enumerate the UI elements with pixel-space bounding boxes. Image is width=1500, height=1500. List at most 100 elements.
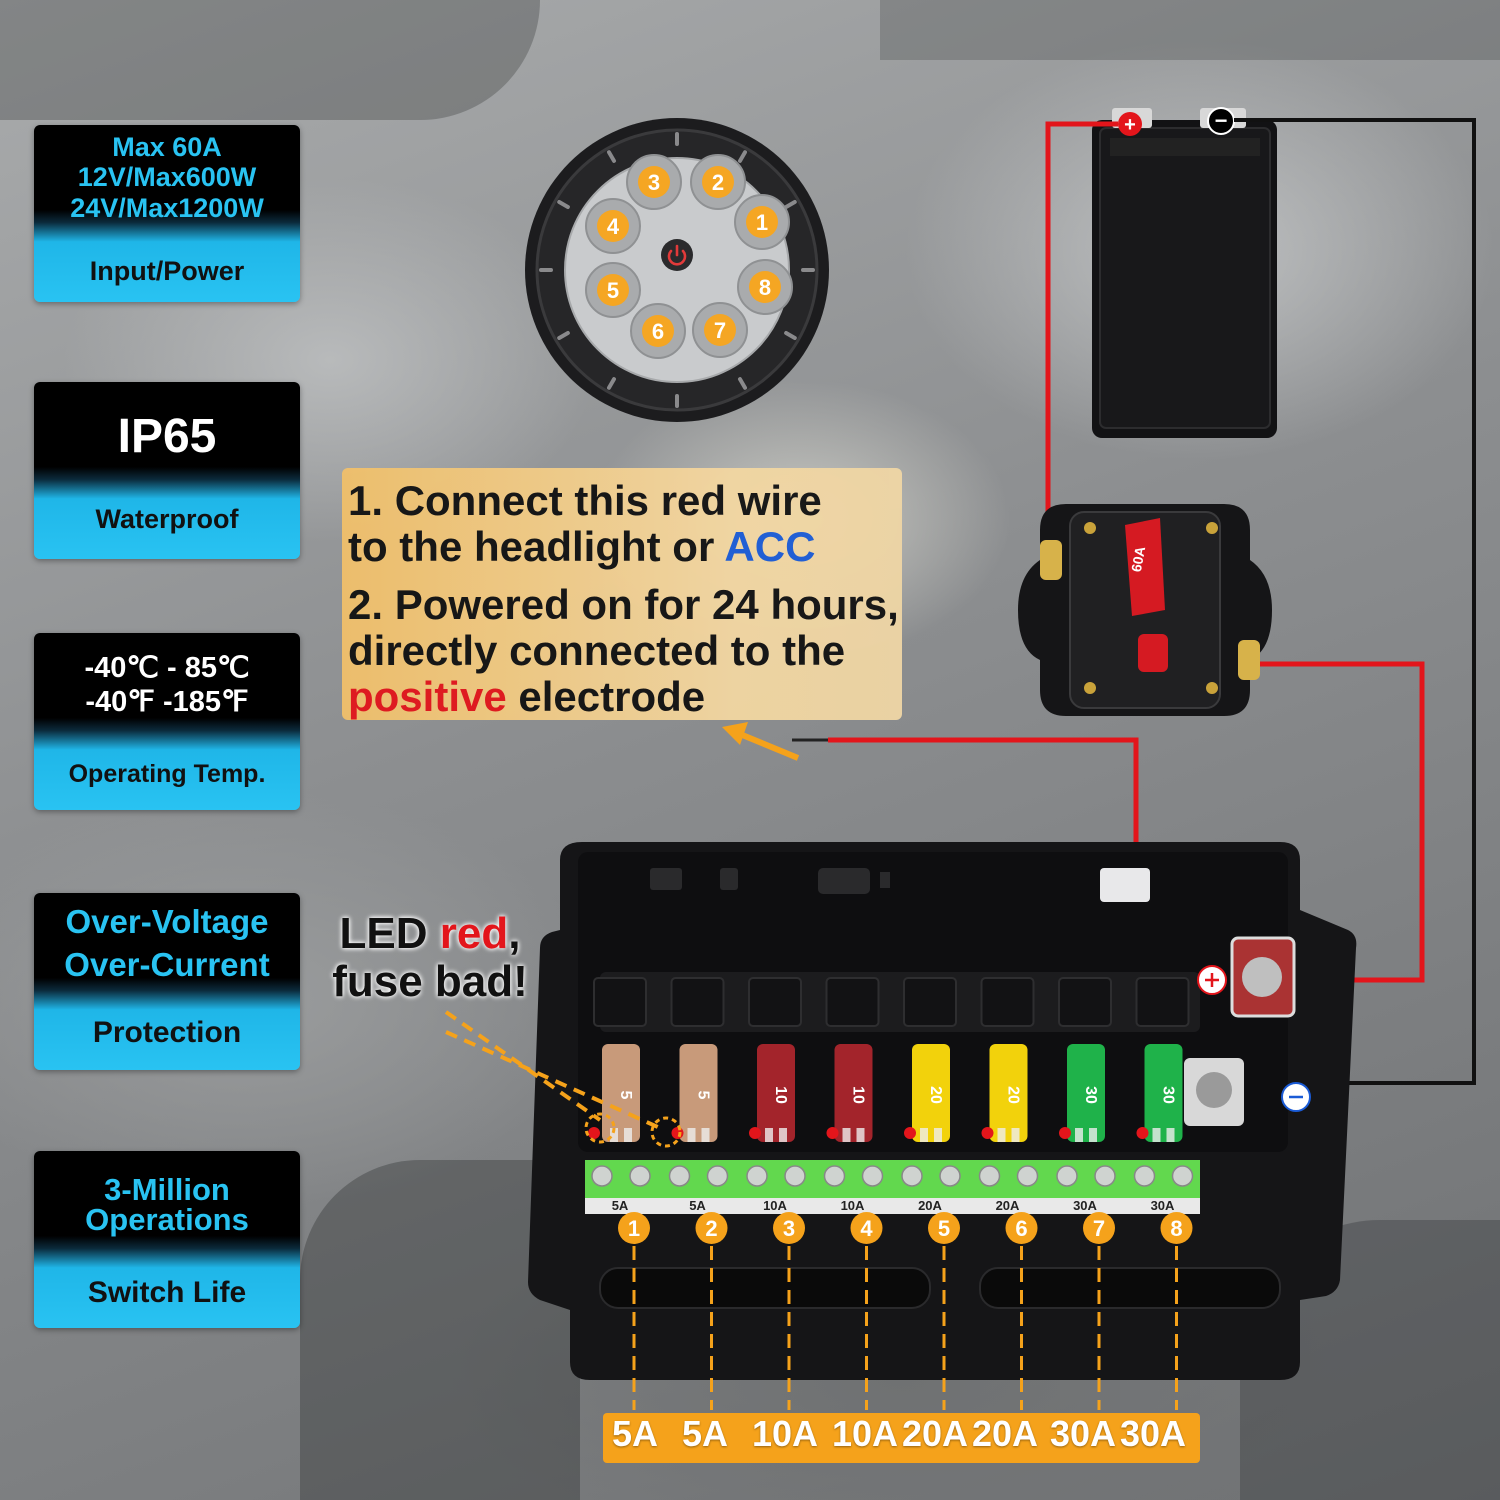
blade-fuse[interactable] (1144, 1044, 1183, 1142)
dial-ticks (539, 132, 815, 408)
instruction-line-5: positive electrode (348, 674, 705, 720)
channel-marker-2: 2 (695, 1212, 728, 1410)
channel-number: 2 (705, 1216, 717, 1241)
instruction-box: 1. Connect this red wire to the headligh… (342, 468, 902, 720)
blade-fuse[interactable] (1067, 1044, 1105, 1142)
dial-button-6[interactable]: 6 (630, 303, 686, 359)
terminal-screw (746, 1165, 768, 1187)
led-caption-prefix: LED (339, 909, 440, 958)
fuse-led (981, 1127, 994, 1139)
blade-fuse[interactable] (989, 1044, 1028, 1142)
acc-highlight: ACC (724, 523, 816, 570)
channel-marker-8: 8 (1160, 1212, 1193, 1410)
dial-tick (607, 150, 616, 163)
blade-fuse[interactable] (912, 1044, 950, 1142)
engine-part-shape (0, 0, 540, 120)
dial-tick (738, 150, 747, 163)
amp-label: 20A (902, 1413, 969, 1454)
terminal-label: 10A (763, 1198, 787, 1213)
fuse-led (671, 1127, 684, 1139)
spec-label: Waterproof (95, 504, 239, 534)
terminal-screw (1171, 1165, 1194, 1187)
fuse-rating: 30 (1160, 1086, 1177, 1104)
fuse-slot-4: 10 10A (823, 977, 884, 1213)
blade-fuse[interactable] (602, 1044, 640, 1142)
instruction-line-5-text: electrode (506, 673, 706, 720)
amp-label: 20A (972, 1413, 1039, 1454)
terminal-screw (1016, 1165, 1039, 1187)
channel-marker-4: 4 (850, 1212, 883, 1410)
breaker-lever[interactable] (1125, 518, 1165, 616)
dial-button-8[interactable]: 8 (737, 259, 793, 315)
negative-badge (1281, 1082, 1311, 1112)
channel-marker-6: 6 (1005, 1212, 1038, 1410)
terminal-screw (1094, 1165, 1116, 1187)
spec-card-input-power: Max 60A 12V/Max600W 24V/Max1200W Input/P… (34, 125, 300, 302)
fuse-led (588, 1127, 600, 1139)
dial-button-number: 1 (756, 210, 768, 235)
spec-label: Switch Life (87, 1276, 247, 1309)
dial-face-edge (564, 157, 790, 383)
spec-line: -40℃ - 85℃ (84, 652, 250, 684)
terminal-label: 10A (841, 1198, 865, 1213)
terminal-label: 5A (612, 1198, 629, 1213)
dial-button-3[interactable]: 3 (626, 154, 682, 210)
blade-fuse[interactable] (757, 1044, 795, 1142)
terminal-label: 20A (918, 1198, 942, 1213)
engine-part-shape (880, 0, 1500, 60)
power-icon (667, 244, 687, 266)
dial-button-2[interactable]: 2 (690, 154, 746, 210)
fuse-rating: 10 (850, 1086, 867, 1104)
terminal-screw (1056, 1165, 1078, 1187)
terminal-screw (668, 1165, 691, 1187)
breaker-reset-button[interactable] (1138, 634, 1168, 672)
battery-negative-symbol: − (1215, 108, 1228, 133)
instruction-line-2-text: to the headlight or (348, 523, 725, 570)
spec-card-operating-temp: -40℃ - 85℃ -40℉ -185℉ Operating Temp. (34, 633, 300, 810)
terminal-screw (591, 1165, 613, 1187)
channel-number: 1 (628, 1216, 640, 1241)
blade-fuse[interactable] (679, 1044, 718, 1142)
battery-positive-symbol: + (1124, 114, 1136, 136)
instruction-line-4: directly connected to the (348, 627, 846, 674)
acc-connector (1100, 868, 1150, 902)
terminal-screw (861, 1165, 884, 1187)
instruction-line-1: 1. Connect this red wire (348, 477, 822, 524)
dial-button-number: 6 (652, 319, 664, 344)
channel-marker-3: 3 (773, 1212, 805, 1410)
dial-button-5[interactable]: 5 (585, 262, 641, 318)
amp-label-strip (603, 1413, 1200, 1463)
amp-label: 10A (752, 1413, 819, 1454)
fuse-led (1059, 1127, 1071, 1139)
fuse-led (749, 1127, 761, 1139)
fuse-led (826, 1127, 839, 1139)
dial-tick (784, 200, 797, 209)
dial-button-number: 7 (714, 318, 726, 343)
spec-label: Operating Temp. (68, 760, 266, 788)
battery-negative-wire (1232, 118, 1476, 1085)
dial-tick (784, 331, 797, 340)
instruction-line-3: 2. Powered on for 24 hours, (348, 581, 899, 628)
breaker-rating: 60A (1128, 545, 1148, 573)
spec-line: Over-Voltage (65, 903, 269, 940)
blade-fuse[interactable] (834, 1044, 873, 1142)
spec-line: 12V/Max600W (77, 162, 257, 193)
amp-label: 5A (682, 1413, 729, 1454)
dial-button-1[interactable]: 1 (734, 194, 790, 250)
positive-badge (1197, 965, 1227, 995)
circuit-breaker: 60A (1018, 504, 1272, 716)
dial-button-7[interactable]: 7 (692, 302, 748, 358)
spec-line: Operations (85, 1202, 249, 1237)
dial-tick (738, 377, 747, 390)
fuse-rating: 30 (1082, 1086, 1099, 1104)
terminal-label: 5A (689, 1198, 706, 1213)
spec-label: Input/Power (89, 256, 245, 286)
fuse-rating: 10 (772, 1086, 789, 1104)
terminal-screw (629, 1165, 651, 1187)
dial-button-4[interactable]: 4 (585, 198, 641, 254)
